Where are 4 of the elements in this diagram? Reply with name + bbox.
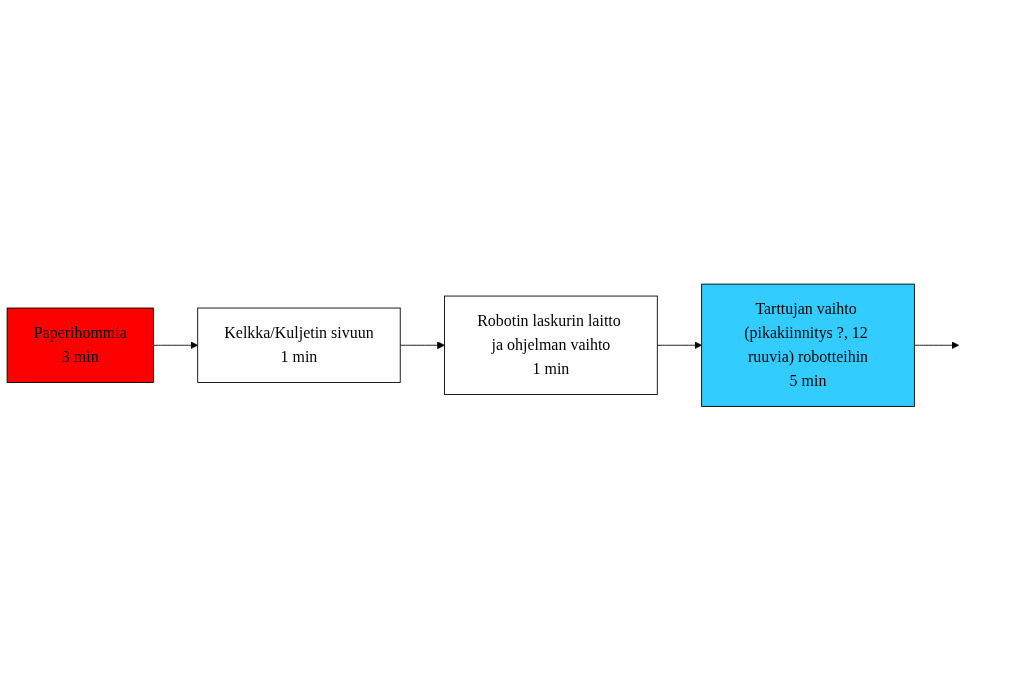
node-box: Paperihommia 3 min [6,307,154,384]
node-box: Tarttujan vaihto (pikakiinnitys ?, 12 ruuvia) robotteihin 5 min [701,283,915,408]
node-box: Kelkka/Kuljetin sivuun 1 min [197,307,401,384]
node-box: Robotin laskurin laitto ja ohjelman vaihto 1 min [444,295,658,396]
